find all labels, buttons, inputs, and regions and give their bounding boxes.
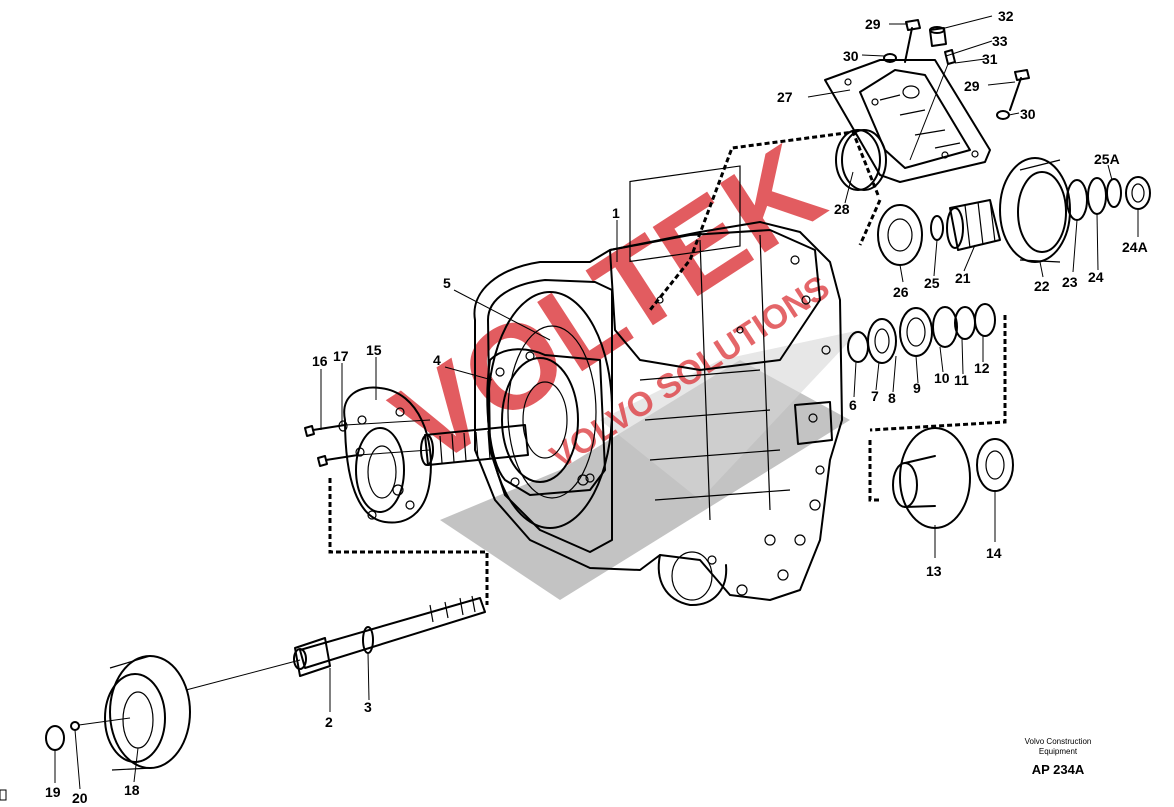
label-31: 31	[982, 51, 998, 67]
o-ring-28	[835, 129, 887, 191]
bearing-cover	[486, 348, 606, 496]
gear-18	[104, 655, 191, 771]
label-20: 20	[72, 790, 88, 806]
label-23: 23	[1062, 274, 1078, 290]
label-15: 15	[366, 342, 382, 358]
label-32: 32	[998, 8, 1014, 24]
label-30-left: 30	[843, 48, 859, 64]
label-8: 8	[888, 390, 896, 406]
label-24a: 24A	[1122, 239, 1148, 255]
label-33: 33	[992, 33, 1008, 49]
watermark-logo: VOLTEK VOLVO SOLUTIONS	[371, 119, 860, 600]
label-9: 9	[913, 380, 921, 396]
countershaft-assembly	[877, 157, 1151, 266]
label-17: 17	[333, 348, 349, 364]
label-28: 28	[834, 201, 850, 217]
callout-labels: 1 2 3 4 5 6 7 8 9 10 11 12 13 14 15 16 1…	[45, 8, 1148, 806]
flange-screws	[304, 419, 431, 467]
label-3: 3	[364, 699, 372, 715]
label-26: 26	[893, 284, 909, 300]
label-18: 18	[124, 782, 140, 798]
output-shaft	[185, 595, 486, 691]
label-10: 10	[934, 370, 950, 386]
label-12: 12	[974, 360, 990, 376]
label-25a: 25A	[1094, 151, 1120, 167]
corner-mark	[0, 789, 7, 801]
label-11: 11	[954, 372, 969, 388]
label-24: 24	[1088, 269, 1104, 285]
label-13: 13	[926, 563, 942, 579]
label-29-top: 29	[865, 16, 881, 32]
cover-fasteners	[883, 19, 1030, 161]
label-5: 5	[443, 275, 451, 291]
assembly-dashed-lines	[328, 130, 1007, 605]
label-22: 22	[1034, 278, 1050, 294]
label-19: 19	[45, 784, 61, 800]
label-4: 4	[433, 352, 441, 368]
caption-code: AP 234A	[1031, 762, 1085, 777]
label-2: 2	[325, 714, 333, 730]
label-16: 16	[312, 353, 328, 369]
label-21: 21	[955, 270, 971, 286]
label-27: 27	[777, 89, 793, 105]
label-6: 6	[849, 397, 857, 413]
caption-company: Volvo Construction Equipment	[1024, 737, 1092, 756]
label-25: 25	[924, 275, 940, 291]
label-29-right: 29	[964, 78, 980, 94]
flange-cover	[343, 386, 432, 524]
label-1: 1	[612, 205, 620, 221]
label-14: 14	[986, 545, 1002, 561]
label-7: 7	[871, 388, 879, 404]
bearing-group	[847, 303, 996, 364]
label-30-right: 30	[1020, 106, 1036, 122]
leader-lines	[54, 15, 1139, 790]
